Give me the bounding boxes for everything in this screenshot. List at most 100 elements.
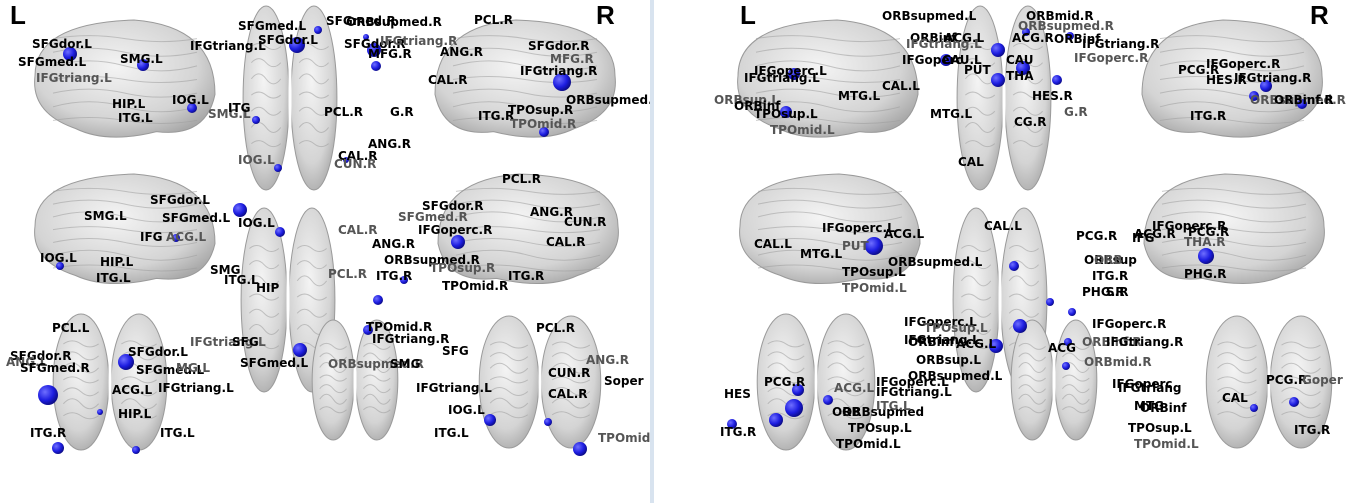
region-label: SFGmed.R: [398, 210, 468, 224]
brain-node: [544, 418, 552, 426]
panel-right: L R ORBsupmed.LORBmid.RORBsupmed.RORBinf…: [654, 0, 1361, 503]
brain-node: [484, 414, 496, 426]
brain-node: [274, 164, 282, 172]
region-label: ITG.L: [224, 273, 259, 287]
region-label: IFGtriang.L: [744, 71, 820, 85]
region-label: MTG.L: [800, 247, 843, 261]
region-label: HIP: [256, 281, 280, 295]
region-label: ORB: [1094, 253, 1123, 267]
region-label: IFGtriang: [1118, 381, 1182, 395]
brain-node: [573, 442, 587, 456]
region-label: IOG.L: [238, 153, 275, 167]
region-label: ITG.R: [1190, 109, 1226, 123]
region-label: CAL.R: [548, 387, 588, 401]
brain-node: [1046, 298, 1054, 306]
region-label: HIP.L: [112, 97, 146, 111]
brain-node: [373, 295, 383, 305]
region-label: ACG.L: [884, 227, 925, 241]
region-label: IFGtriang.L: [906, 37, 982, 51]
brain-node: [252, 116, 260, 124]
region-label: IFG: [1132, 231, 1155, 245]
region-label: CAL: [958, 155, 984, 169]
region-label: MFG.R: [368, 47, 412, 61]
region-label: ORBinf.R: [1274, 93, 1334, 107]
region-label: IFGtriang.R: [1082, 37, 1159, 51]
region-label: ITG.R: [1294, 423, 1330, 437]
region-label: ITG.L: [434, 426, 469, 440]
region-label: MTG.L: [838, 89, 881, 103]
region-label: PCL.R: [324, 105, 363, 119]
brain-node: [1013, 319, 1027, 333]
region-label: IFGtriang.L: [158, 381, 234, 395]
region-label: PCL.L: [52, 321, 90, 335]
region-label: SFGmed.L: [240, 356, 308, 370]
brain-node: [991, 43, 1005, 57]
region-label: IFG: [140, 230, 163, 244]
region-label: IOG.L: [40, 251, 77, 265]
region-label: IFGtriang.R: [372, 332, 449, 346]
region-label: ORBsupmed.R: [346, 15, 442, 29]
brain-node: [132, 446, 140, 454]
region-label: ACG.R: [1012, 31, 1054, 45]
region-label: IOG.L: [448, 403, 485, 417]
region-label: ITG.R: [1092, 269, 1128, 283]
region-label: ORBsup.L: [916, 353, 981, 367]
brain-node: [1250, 404, 1258, 412]
region-label: SFG: [442, 344, 469, 358]
region-label: Soper: [604, 374, 644, 388]
region-label: SMG.L: [84, 209, 127, 223]
brain-node: [823, 395, 833, 405]
region-label: ORBmid.R: [1084, 355, 1152, 369]
region-label: PCL.R: [536, 321, 575, 335]
region-label: TPOsup.L: [848, 421, 912, 435]
region-label: PUT: [964, 63, 992, 77]
brain-node: [293, 343, 307, 357]
region-label: ACG.L: [956, 337, 997, 351]
region-label: ITG.R: [508, 269, 544, 283]
region-label: IFGtriang.L: [36, 71, 112, 85]
region-label: ORBsupmed.L: [882, 9, 977, 23]
brain-node: [52, 442, 64, 454]
region-label: CG.R: [1014, 115, 1046, 129]
region-label: ANG.R: [372, 237, 415, 251]
region-label: HES: [724, 387, 751, 401]
region-label: TPOsup.L: [842, 265, 906, 279]
region-label: IFGtriang.R: [1106, 335, 1183, 349]
brain-node: [991, 73, 1005, 87]
region-label: ACG.L: [166, 230, 207, 244]
brain-node: [1289, 397, 1299, 407]
region-label: S.R: [1106, 285, 1128, 299]
brain-node: [97, 409, 103, 415]
region-label: SMG.L: [120, 52, 163, 66]
region-label: TPOmid.R: [442, 279, 508, 293]
region-label: PCG.R: [764, 375, 805, 389]
region-label: IFGtriang.R: [1234, 71, 1311, 85]
region-label: CAL.R: [428, 73, 468, 87]
region-label: TPOmid.L: [842, 281, 907, 295]
brain-network-view-left: SFGdor.L SFGmed.L IFGtriang.L SMG.L HIP.L ITG…: [0, 0, 650, 503]
region-label: ACG.L: [112, 383, 153, 397]
region-label: SFGmed.L: [18, 55, 86, 69]
region-label: CUN.R: [548, 366, 590, 380]
region-label: SFGdor.R: [528, 39, 590, 53]
brain-node: [371, 61, 381, 71]
brain-node: [233, 203, 247, 217]
region-label: SFGdor.L: [32, 37, 92, 51]
region-label: ANG.R: [440, 45, 483, 59]
region-label: IOG.L: [238, 216, 275, 230]
region-label: SFGmed.R: [20, 361, 90, 375]
region-label: THA.R: [1184, 235, 1226, 249]
region-label: IFGtriang.L: [416, 381, 492, 395]
region-label: CAU: [1006, 53, 1033, 67]
region-label: SFGmed.L: [238, 19, 306, 33]
brain-node: [1009, 261, 1019, 271]
region-label: SMG: [390, 357, 420, 371]
region-label: CAL.R: [338, 223, 378, 237]
region-label: HIP.L: [100, 255, 134, 269]
region-label: PUT: [842, 239, 870, 253]
region-label: ANG.R: [586, 353, 629, 367]
region-label: PHG.R: [1184, 267, 1227, 281]
region-label: ITG.L: [96, 271, 131, 285]
region-label: ITG.L: [160, 426, 195, 440]
